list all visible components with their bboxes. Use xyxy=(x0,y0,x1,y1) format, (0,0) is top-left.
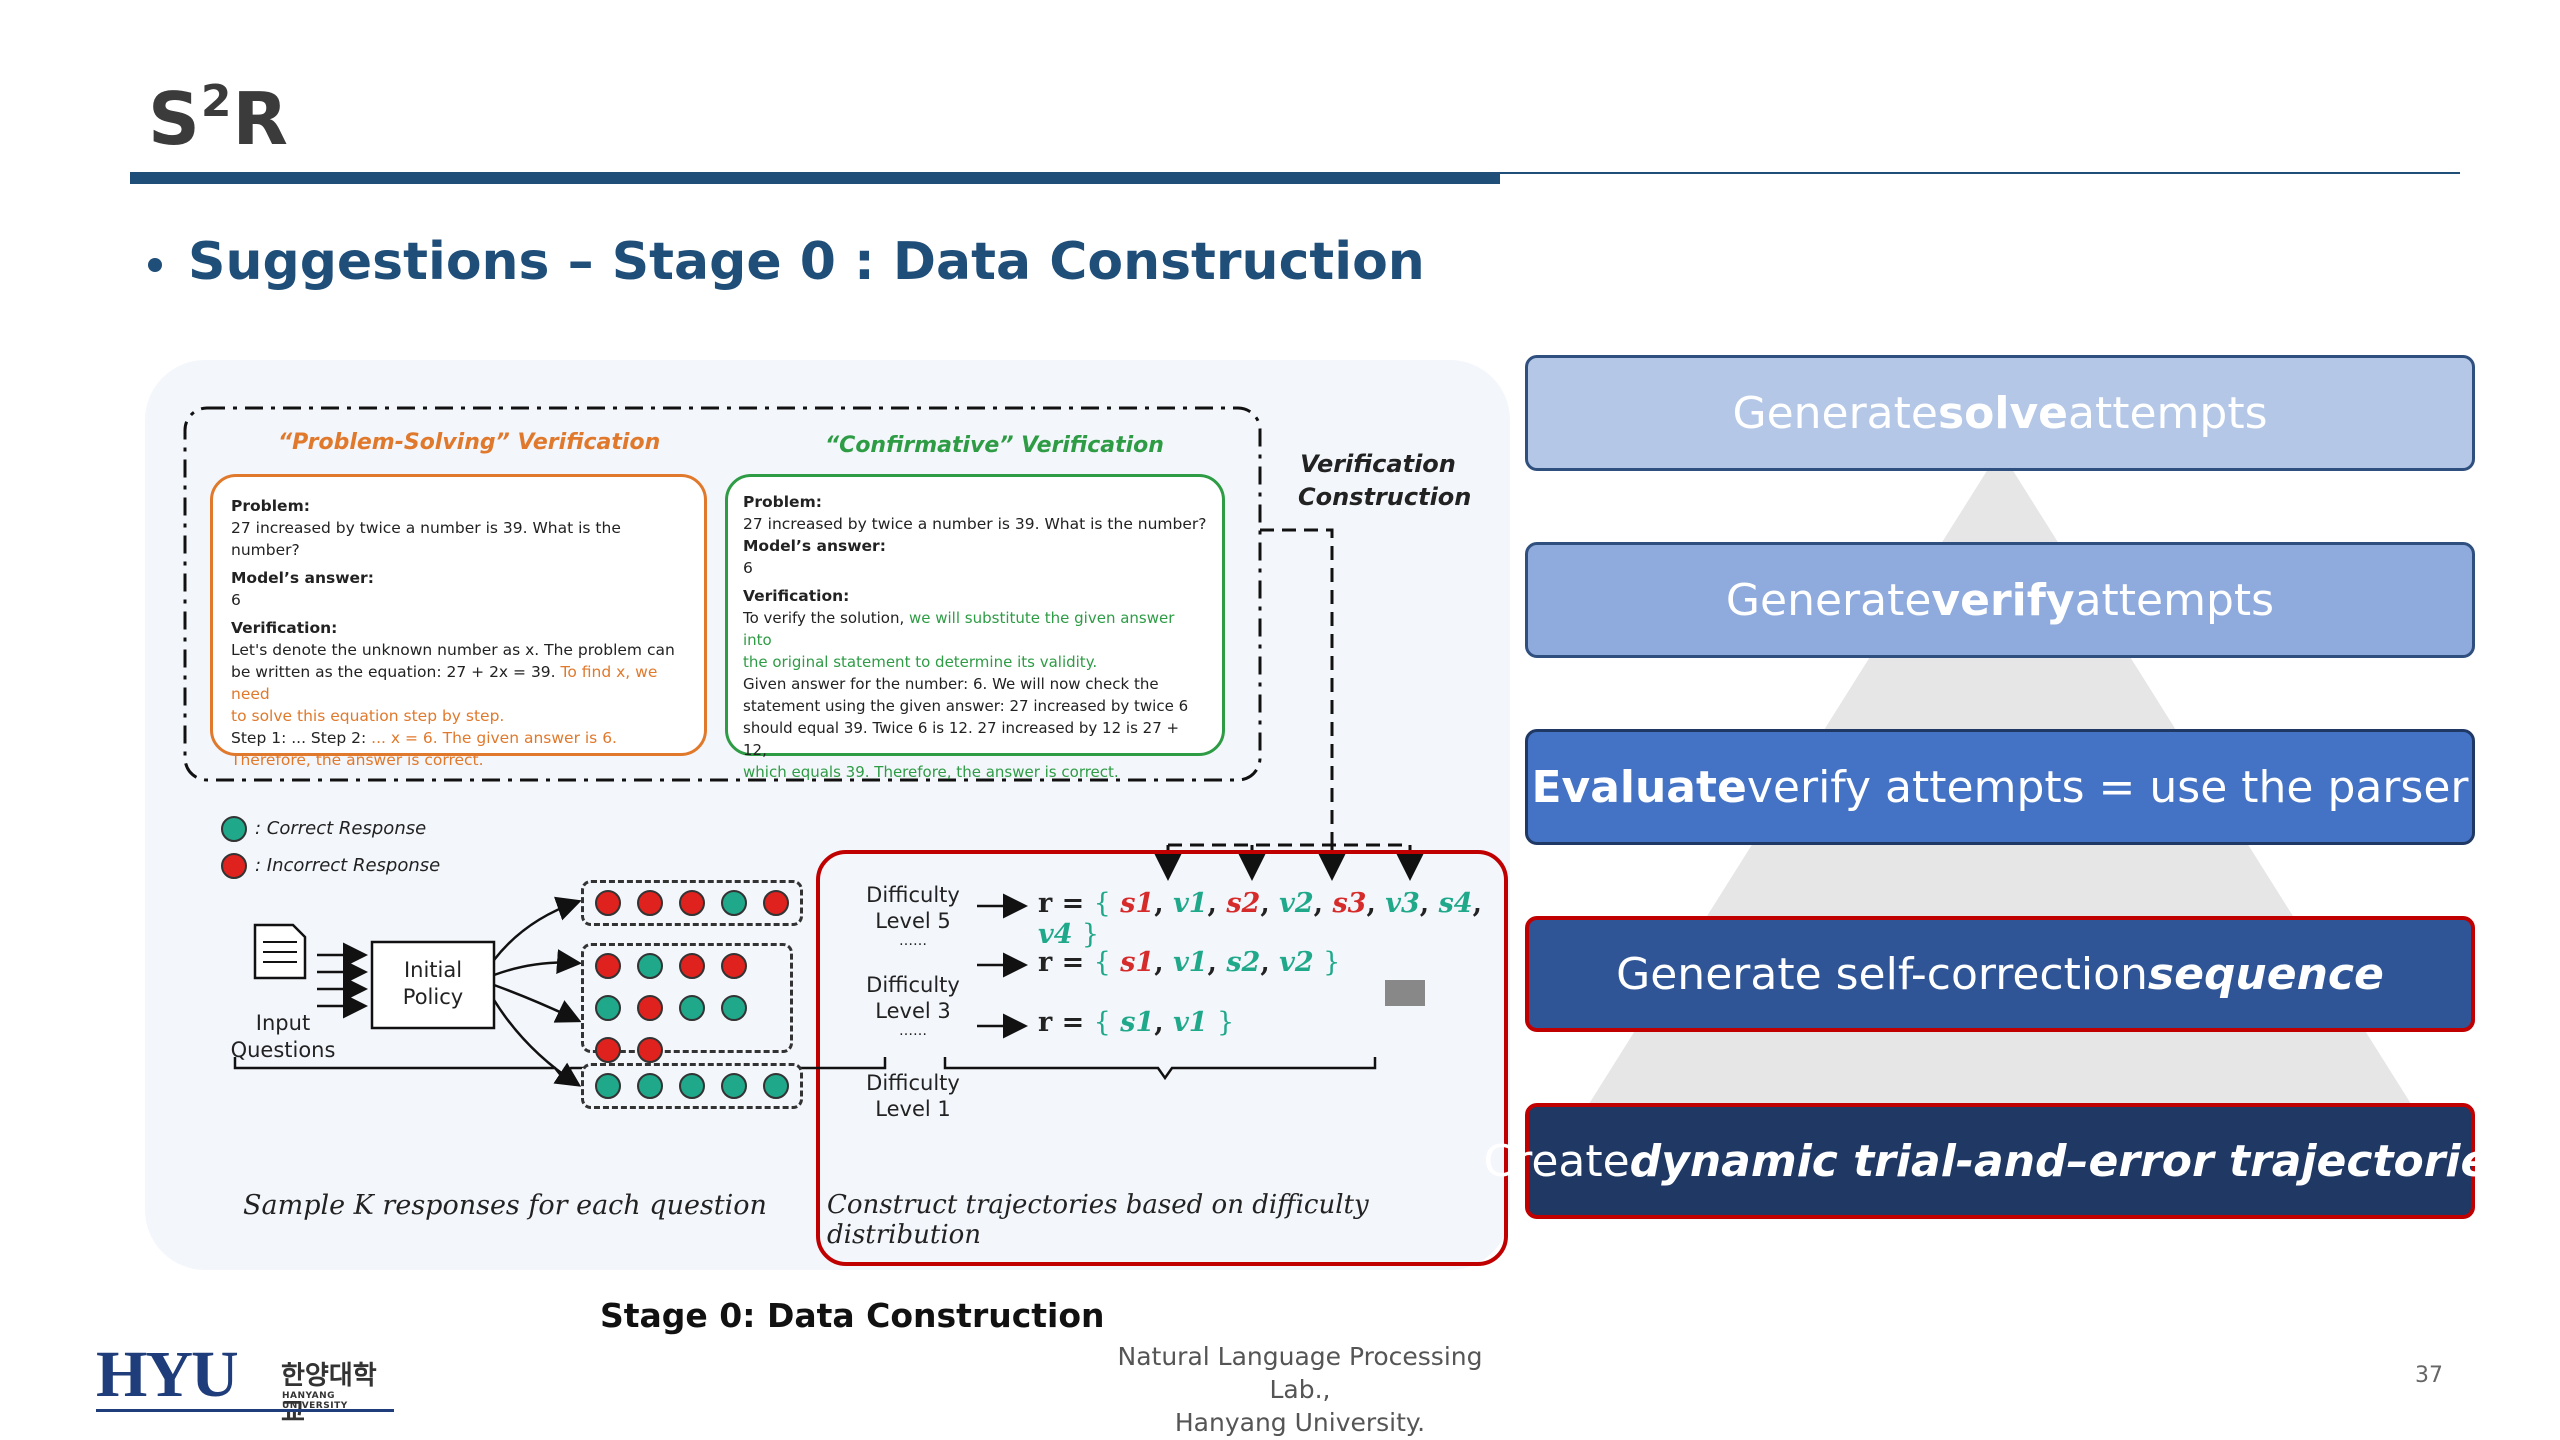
difficulty-level-3: Difficulty Level 3 …… xyxy=(866,973,960,1039)
logo-main: HYU xyxy=(96,1338,239,1411)
step-generate-solve: Generate solve attempts xyxy=(1525,355,2475,471)
cf-problem-label: Problem: xyxy=(743,493,822,511)
initial-policy-label: Initial Policy xyxy=(402,958,464,1009)
figure-connectors xyxy=(183,406,1508,1266)
step-generate-verify: Generate verify attempts xyxy=(1525,542,2475,658)
bullet-icon xyxy=(148,258,162,272)
logo-english: HANYANG UNIVERSITY xyxy=(282,1391,348,1411)
logo-korean: 한양대학교 xyxy=(281,1361,377,1428)
section-heading: Suggestions – Stage 0 : Data Constructio… xyxy=(148,232,1425,292)
step-self-correction-sequence: Generate self-correction sequence xyxy=(1525,916,2475,1032)
ps-problem: 27 increased by twice a number is 39. Wh… xyxy=(231,519,621,559)
ps-answer-label: Model’s answer: xyxy=(231,569,374,587)
trajectory-level-1: r = { s1, v1 } xyxy=(1038,1007,1235,1038)
step-evaluate-verify: Evaluate verify attempts = use the parse… xyxy=(1525,729,2475,845)
step-dynamic-trajectories: Create dynamic trial-and–error trajector… xyxy=(1483,1103,2517,1219)
lab-name: Natural Language Processing Lab., Hanyan… xyxy=(1117,1342,1483,1437)
verification-construction-label: Verification Construction xyxy=(1298,450,1472,511)
figure-panel: Verification Construction “Problem-Solvi… xyxy=(145,360,1510,1270)
construct-caption: Construct trajectories based on difficul… xyxy=(827,1190,1369,1250)
construct-brace xyxy=(943,1057,1377,1081)
legend-correct-label: : Correct Response xyxy=(255,818,427,839)
response-row xyxy=(581,943,793,1063)
legend-incorrect-dot xyxy=(221,853,247,879)
legend-correct-dot xyxy=(221,816,247,842)
cf-verification-title: “Confirmative” Verification xyxy=(825,433,1164,458)
cf-line: which equals 39. Therefore, the answer i… xyxy=(743,763,1119,781)
hyu-logo: HYU 한양대학교 HANYANG UNIVERSITY xyxy=(96,1338,396,1428)
title-underline-thin xyxy=(1500,172,2460,174)
cf-line: Given answer for the number: 6. We will … xyxy=(743,675,1159,693)
difficulty-level-5: Difficulty Level 5 …… xyxy=(866,883,960,949)
cf-answer: 6 xyxy=(743,559,753,577)
ps-line: be written as the equation: 27 + 2x = 39… xyxy=(231,663,658,703)
difficulty-level-1: Difficulty Level 1 xyxy=(866,1071,960,1121)
ps-verification-title: “Problem-Solving” Verification xyxy=(278,430,661,455)
cf-line: statement using the given answer: 27 inc… xyxy=(743,697,1189,715)
cf-verification-box: Problem: 27 increased by twice a number … xyxy=(725,474,1225,781)
vc-connector xyxy=(1260,528,1334,845)
sample-brace xyxy=(233,1057,887,1081)
cf-line: the original statement to determine its … xyxy=(743,653,1098,671)
legend-incorrect-label: : Incorrect Response xyxy=(255,855,441,876)
trajectory-level-3: r = { s1, v1, s2, v2 } xyxy=(1038,947,1341,978)
trajectory-highlight xyxy=(816,850,1508,1266)
logo-underline xyxy=(96,1409,394,1412)
cf-line: To verify the solution, we will substitu… xyxy=(743,609,1175,649)
ps-line: Therefore, the answer is correct. xyxy=(231,751,484,769)
ps-line: Step 1: ... Step 2: ... x = 6. The given… xyxy=(231,729,617,747)
cf-line: should equal 39. Twice 6 is 12. 27 incre… xyxy=(743,719,1180,759)
slide-title: S2R xyxy=(148,76,289,161)
trajectory-level-5: r = { s1, v1, s2, v2, s3, v3, s4, v4 } xyxy=(1038,888,1482,950)
page-number: 37 xyxy=(2415,1363,2443,1388)
figure-caption: Stage 0: Data Construction xyxy=(600,1296,1105,1335)
cf-answer-label: Model’s answer: xyxy=(743,537,886,555)
cf-verification-label: Verification: xyxy=(743,587,850,605)
cf-problem: 27 increased by twice a number is 39. Wh… xyxy=(743,515,1207,533)
response-row xyxy=(581,880,803,926)
ps-verification-box: Problem: 27 increased by twice a number … xyxy=(210,474,707,769)
ps-answer: 6 xyxy=(231,591,241,609)
response-row xyxy=(581,1063,803,1109)
title-underline-thick xyxy=(130,172,1500,184)
ps-problem-label: Problem: xyxy=(231,497,310,515)
verification-frame xyxy=(183,406,1262,782)
ps-line: Let's denote the unknown number as x. Th… xyxy=(231,641,675,659)
input-questions-label: Input Questions xyxy=(230,1011,336,1062)
document-icon xyxy=(253,923,307,980)
ps-line: to solve this equation step by step. xyxy=(231,707,505,725)
sample-caption: Sample K responses for each question xyxy=(243,1190,767,1221)
ps-verification-label: Verification: xyxy=(231,619,338,637)
